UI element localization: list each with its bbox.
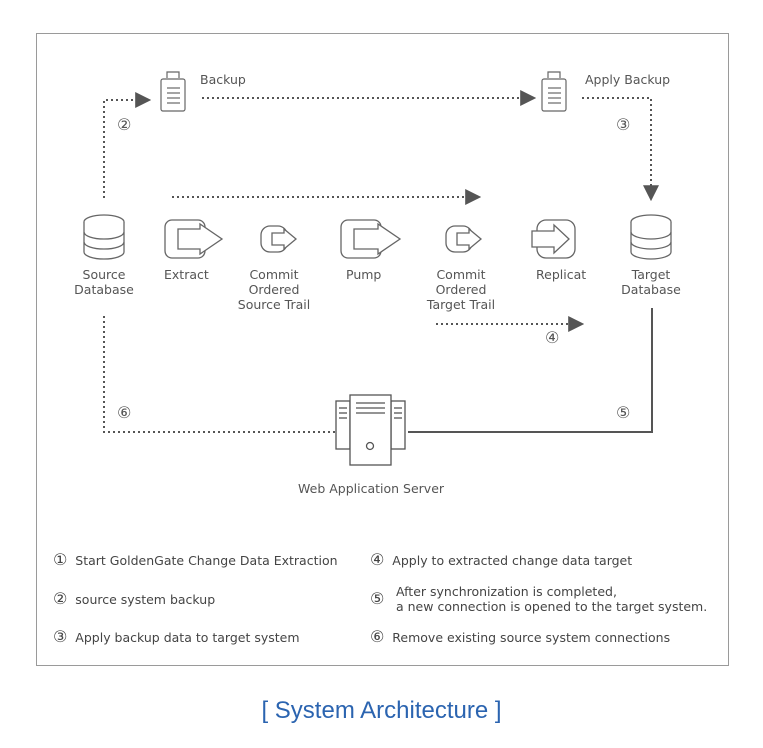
step-marker-3: ③ (616, 115, 631, 134)
pump-label: Pump (346, 267, 382, 282)
source-database-icon (83, 214, 125, 260)
legend-item-4: ④ Apply to extracted change data target (370, 550, 633, 569)
commit-target-trail-icon (445, 225, 483, 253)
apply-backup-document-icon (541, 71, 567, 112)
step-marker-6: ⑥ (117, 403, 132, 422)
replicat-label: Replicat (536, 267, 587, 282)
backup-label: Backup (200, 72, 246, 87)
extract-icon (164, 219, 224, 259)
extract-label: Extract (164, 267, 209, 282)
apply-backup-label: Apply Backup (585, 72, 671, 87)
commit-source-trail-icon (260, 225, 298, 253)
connector-web-server-to-target (408, 308, 653, 433)
legend-item-1: ① Start GoldenGate Change Data Extractio… (53, 550, 338, 569)
target-database-icon (630, 214, 672, 260)
pump-icon (340, 219, 402, 259)
web-server-icon (335, 394, 406, 466)
legend-item-5: After synchronization is completed,a new… (396, 584, 708, 614)
diagram-caption: [ System Architecture ] (261, 697, 502, 724)
legend-item-2: ② source system backup (53, 589, 216, 608)
connector-source-to-web-server (103, 316, 335, 433)
step-marker-4: ④ (545, 328, 560, 347)
step-marker-2: ② (117, 115, 132, 134)
legend-item-3: ③ Apply backup data to target system (53, 627, 300, 646)
diagram-frame (36, 33, 729, 666)
replicat-icon (531, 219, 576, 259)
connector-apply-backup-to-target (582, 97, 659, 202)
legend-item-6: ⑥ Remove existing source system connecti… (370, 627, 671, 646)
legend-item-5-number: ⑤ (370, 589, 385, 608)
step-marker-5: ⑤ (616, 403, 631, 422)
web-server-label: Web Application Server (298, 481, 445, 496)
backup-document-icon (160, 71, 186, 112)
